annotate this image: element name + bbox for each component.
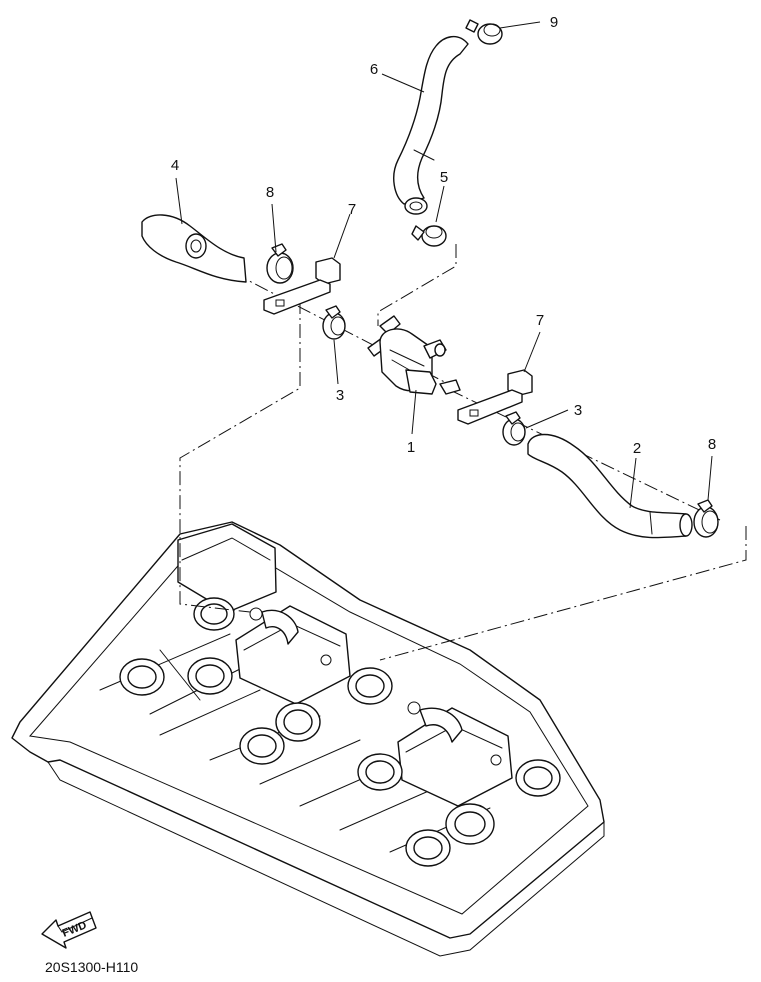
callout-7-left: 7 <box>348 201 356 218</box>
hose-clamp-8-right <box>693 499 719 538</box>
callout-labels: 9 6 4 5 8 7 7 3 3 1 8 2 <box>171 14 716 457</box>
hose-4 <box>141 214 247 283</box>
callout-4: 4 <box>171 157 179 174</box>
hose-2 <box>527 433 693 539</box>
hose-6 <box>393 36 469 215</box>
callout-3-right: 3 <box>574 402 582 419</box>
callout-9: 9 <box>550 14 558 31</box>
leader-lines <box>175 21 713 509</box>
cylinder-head-cover <box>11 521 605 957</box>
hose-clamp-5 <box>411 225 447 247</box>
callout-6: 6 <box>370 61 378 78</box>
callout-8-left: 8 <box>266 184 274 201</box>
fwd-arrow-icon: FWD <box>41 911 97 949</box>
air-cut-valve-1 <box>367 315 461 395</box>
callout-2: 2 <box>633 440 641 457</box>
callout-1: 1 <box>407 439 415 456</box>
callout-5: 5 <box>440 169 448 186</box>
bracket-7-right <box>457 369 533 425</box>
hose-clamp-9 <box>465 19 503 45</box>
hose-clamp-3-right <box>502 411 526 446</box>
diagram-code: 20S1300-H110 <box>45 959 138 975</box>
bracket-7-left <box>263 257 341 315</box>
callout-8-right: 8 <box>708 436 716 453</box>
callout-3-left: 3 <box>336 387 344 404</box>
callout-7-right: 7 <box>536 312 544 329</box>
hose-clamp-8-left <box>266 243 294 284</box>
hose-clamp-3-left <box>322 305 346 340</box>
